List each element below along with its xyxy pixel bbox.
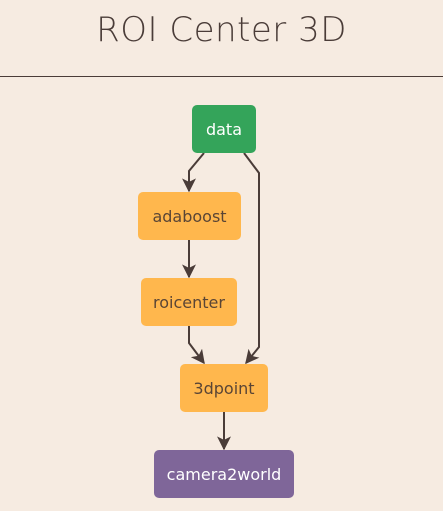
edge-roicenter-to-3dpoint <box>188 326 205 365</box>
node-label: camera2world <box>166 464 282 484</box>
node-label: data <box>205 119 243 139</box>
header: ROI Center 3D <box>0 0 443 77</box>
edge-data-to-3dpoint <box>243 152 260 365</box>
node-label: roicenter <box>153 292 225 312</box>
node-adaboost[interactable]: adaboost <box>138 192 241 240</box>
edge-data-to-adaboost <box>182 152 205 193</box>
node-label: 3dpoint <box>193 378 255 398</box>
page-title: ROI Center 3D <box>96 10 347 50</box>
node-data[interactable]: data <box>192 105 256 153</box>
node-camera2world[interactable]: camera2world <box>154 450 294 498</box>
node-roicenter[interactable]: roicenter <box>141 278 237 326</box>
node-3dpoint[interactable]: 3dpoint <box>180 364 268 412</box>
node-label: adaboost <box>152 206 227 226</box>
